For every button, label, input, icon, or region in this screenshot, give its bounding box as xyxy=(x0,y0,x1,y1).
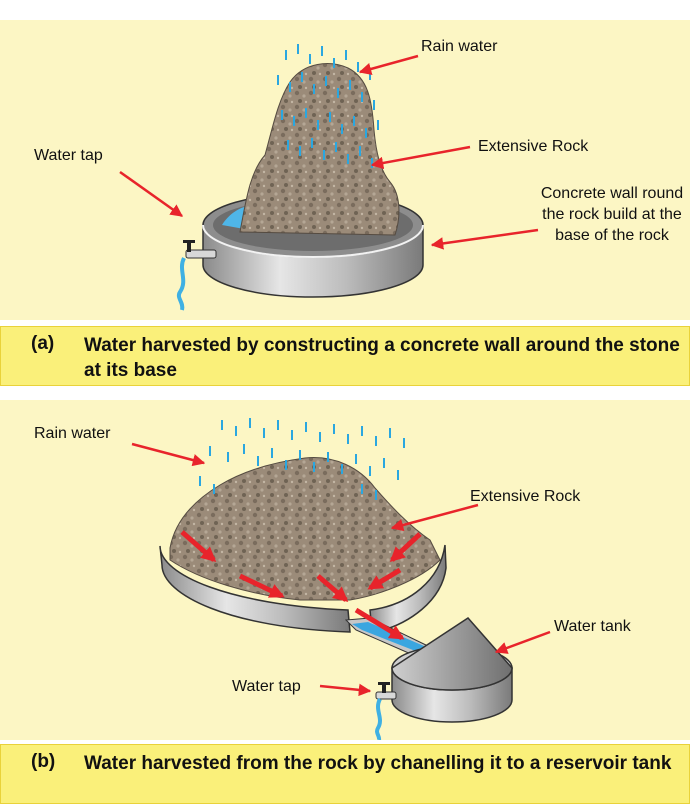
label-extensive-rock-b: Extensive Rock xyxy=(470,488,581,505)
water-tap-icon-a xyxy=(176,240,217,311)
caption-b-text: Water harvested from the rock by chanell… xyxy=(84,753,672,774)
label-concrete-wall-a: Concrete wall round the rock build at th… xyxy=(540,185,684,244)
label-extensive-rock-a: Extensive Rock xyxy=(478,138,589,155)
panel-a-illustration xyxy=(119,44,539,311)
concrete-wall-front-a xyxy=(202,224,424,298)
rock-a xyxy=(239,63,400,236)
concrete-wall-b xyxy=(159,544,447,634)
water-tap-icon-b xyxy=(375,682,397,740)
caption-a: (a) Water harvested by constructing a co… xyxy=(0,326,690,386)
label-rain-water-b: Rain water xyxy=(34,425,111,442)
flow-arrows-b xyxy=(180,530,422,641)
panel-b: Rain water Extensive Rock Water tank Wat… xyxy=(0,400,690,740)
pointer-arrows-b xyxy=(131,442,551,697)
water-tank-icon xyxy=(391,617,513,723)
rain-b xyxy=(199,418,405,500)
pointer-arrows-a xyxy=(119,54,539,250)
caption-a-tag: (a) xyxy=(31,333,55,354)
caption-b: (b) Water harvested from the rock by cha… xyxy=(0,744,690,804)
caption-a-text: Water harvested by constructing a concre… xyxy=(84,335,680,381)
panel-a: Rain water Extensive Rock Water tap Conc… xyxy=(0,20,690,320)
label-water-tank: Water tank xyxy=(554,618,631,635)
caption-b-tag: (b) xyxy=(31,751,56,772)
panel-b-illustration xyxy=(131,418,551,740)
rock-b xyxy=(169,457,441,601)
label-water-tap-b: Water tap xyxy=(232,678,301,695)
label-water-tap-a: Water tap xyxy=(34,147,103,164)
label-rain-water-a: Rain water xyxy=(421,38,498,55)
